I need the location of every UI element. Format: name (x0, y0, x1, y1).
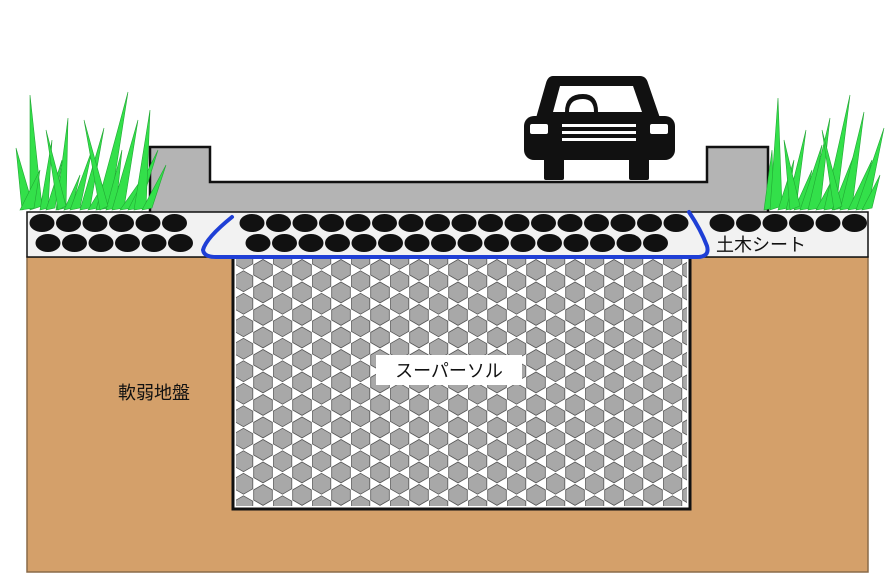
stone (319, 214, 344, 232)
stone (584, 214, 609, 232)
stone (736, 214, 761, 232)
stone (457, 234, 483, 252)
stone (239, 214, 265, 232)
stone (789, 214, 814, 232)
stone (842, 214, 867, 232)
stone (162, 214, 187, 232)
super-sol-label: スーパーソル (395, 361, 503, 382)
stone (451, 214, 477, 232)
stone (88, 234, 114, 252)
stone (590, 234, 615, 252)
geotextile-label-box: 土木シート (712, 232, 822, 256)
grass-icon (15, 91, 167, 211)
stone (62, 234, 87, 252)
stone (292, 214, 318, 232)
stone (398, 214, 424, 232)
car-icon (524, 76, 675, 180)
stone (563, 234, 589, 252)
stone (709, 214, 735, 232)
geotextile-sheet (201, 210, 710, 259)
stone (510, 234, 536, 252)
stone (35, 234, 61, 252)
grass-icon (763, 94, 885, 211)
road-surface (148, 145, 770, 215)
stone (557, 214, 583, 232)
stone (616, 234, 642, 252)
stone (815, 214, 841, 232)
stone (404, 234, 430, 252)
stone (372, 214, 397, 232)
stone (537, 234, 562, 252)
stone (345, 214, 371, 232)
crushed-stones (29, 214, 867, 252)
stone (610, 214, 636, 232)
stone (141, 234, 167, 252)
stone (637, 214, 662, 232)
stone (135, 214, 161, 232)
stone (245, 234, 271, 252)
stone (115, 234, 140, 252)
stone (425, 214, 450, 232)
stone (56, 214, 81, 232)
stone (351, 234, 377, 252)
stone (82, 214, 108, 232)
stone (272, 234, 297, 252)
stone (762, 214, 788, 232)
super-sol-label-box: スーパーソル (376, 355, 522, 385)
stone (29, 214, 55, 232)
stone (484, 234, 509, 252)
soft-ground-label: 軟弱地盤 (118, 383, 190, 404)
stone (431, 234, 456, 252)
stone (109, 214, 134, 232)
stone (325, 234, 350, 252)
geotextile-label: 土木シート (716, 235, 806, 256)
stone (168, 234, 193, 252)
stone (643, 234, 668, 252)
stone (298, 234, 324, 252)
stone (531, 214, 556, 232)
stone (504, 214, 530, 232)
stone (378, 234, 403, 252)
stone (266, 214, 291, 232)
stone (663, 214, 689, 232)
stone (478, 214, 503, 232)
